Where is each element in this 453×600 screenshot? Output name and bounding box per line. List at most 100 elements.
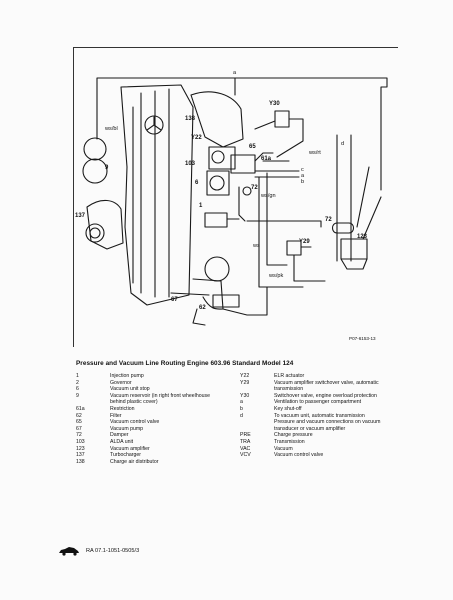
charge-air-distributor (190, 91, 244, 148)
label-ws-gn: ws/gn (260, 193, 276, 199)
label-1: 1 (199, 203, 203, 209)
legend-description: Vacuum amplifier switchover valve, autom… (274, 379, 379, 393)
legend-description: Injection pump (110, 373, 144, 379)
legend-description: Pressure and vacuum connections on vacuu… (274, 419, 381, 432)
legend-row: Pressure and vacuum connections on vacuu… (240, 419, 390, 432)
label-61a: 61a (261, 156, 272, 162)
label-d: d (341, 141, 344, 147)
label-ws-rt: ws/rt (308, 150, 321, 156)
legend-row: a Ventilation to passenger compartment (240, 399, 390, 406)
label-ws-bl: ws/bl (104, 126, 118, 132)
label-65: 65 (249, 144, 256, 150)
legend-description: Charge air distributor (110, 458, 159, 465)
legend-key (240, 419, 274, 432)
legend-description: Vacuum (274, 445, 293, 452)
vacuum-reservoir (83, 137, 107, 161)
legend-row: 61a Restriction (76, 406, 226, 413)
legend-description: Vacuum control valve (110, 419, 160, 426)
legend-description: Filter (110, 412, 122, 419)
legend-description: Transmission (274, 438, 305, 445)
mercedes-star (144, 115, 164, 135)
label-67: 67 (171, 297, 178, 303)
label-137: 137 (75, 213, 86, 219)
legend-description: Vacuum reservoir (in right front wheelho… (110, 392, 210, 406)
footer-reference: RA 07.1-1051-0505/3 (86, 548, 140, 554)
label-ws-pk: ws/pk (268, 273, 284, 279)
footer: RA 07.1-1051-0505/3 (58, 546, 139, 556)
legend-row: VAC Vacuum (240, 446, 390, 453)
legend-description: Vacuum pump (110, 425, 144, 432)
legend-row: 138 Charge air distributor (76, 459, 226, 466)
legend-row: TRA Transmission (240, 439, 390, 446)
legend-key: 9 (76, 392, 79, 399)
legend-key: VCV (240, 452, 251, 459)
legend-key: b (240, 405, 243, 412)
label-y29: Y29 (299, 239, 310, 245)
top-vacuum-line (96, 77, 388, 191)
legend-row: 67 Vacuum pump (76, 426, 226, 433)
legend-row: Y22 ELR actuator (240, 373, 390, 380)
legend-key: Y22 (240, 373, 250, 379)
car-icon (59, 547, 79, 556)
label-103: 103 (185, 161, 196, 167)
legend-row: 9 Vacuum reservoir (in right front wheelh… (76, 393, 226, 406)
filter (192, 308, 206, 326)
legend-description: ELR actuator (274, 373, 305, 379)
legend-description: Ventilation to passenger compartment (274, 399, 362, 406)
legend-key: VAC (240, 445, 251, 452)
legend-key: 103 (76, 438, 85, 445)
label-6: 6 (195, 180, 199, 186)
turbocharger (86, 199, 124, 250)
label-y30: Y30 (269, 101, 280, 107)
legend-description: Governor (110, 379, 132, 386)
legend-description: Vacuum control valve (274, 452, 324, 459)
legend-key: 67 (76, 425, 82, 432)
legend-description: To vacuum unit, automatic transmission (274, 412, 365, 419)
legend-key: a (240, 399, 243, 406)
legend-description: ALDA unit (110, 438, 134, 445)
legend-description: Key shut-off (274, 405, 302, 412)
legend-key: 137 (76, 452, 85, 459)
label-72-upper: 72 (251, 185, 258, 191)
legend-row: d To vacuum unit, automatic transmission (240, 413, 390, 420)
legend-description: Damper (110, 432, 129, 439)
legend-row: 103 ALDA unit (76, 439, 226, 446)
legend-key: Y30 (240, 392, 250, 399)
legend-description: Restriction (110, 405, 135, 412)
figure-ref-code: P07-6153-13 (349, 336, 376, 341)
engine-block (120, 84, 194, 306)
legend-row: Y30 Switchover valve, engine overload pro… (240, 393, 390, 400)
legend-key: 1 (76, 373, 79, 379)
legend-key: 65 (76, 419, 82, 426)
label-62: 62 (199, 305, 206, 311)
legend-key: Y29 (240, 379, 250, 386)
legend-key: TRA (240, 438, 251, 445)
damper-right (331, 222, 355, 234)
legend-row: Y29 Vacuum amplifier switchover valve, au… (240, 380, 390, 393)
vacuum-pump (204, 256, 230, 282)
legend-description: Charge pressure (274, 432, 313, 439)
legend-row: b Key shut-off (240, 406, 390, 413)
legend-row: 1 Injection pump (76, 373, 226, 380)
legend-key: 138 (76, 458, 85, 465)
legend-description: Switchover valve, engine overload protec… (274, 392, 377, 399)
label-y22: Y22 (191, 135, 202, 141)
label-138: 138 (185, 116, 196, 122)
caption-title: Pressure and Vacuum Line Routing Engine … (76, 360, 294, 367)
legend-description: Vacuum unit stop (110, 386, 150, 393)
legend-key: 61a (76, 405, 85, 412)
legend-key: 123 (76, 445, 85, 452)
legend-key: d (240, 412, 243, 419)
label-b: b (301, 179, 304, 185)
damper-upper (242, 186, 252, 196)
legend-row: VCV Vacuum control valve (240, 452, 390, 459)
top-line-label: a (233, 70, 237, 76)
